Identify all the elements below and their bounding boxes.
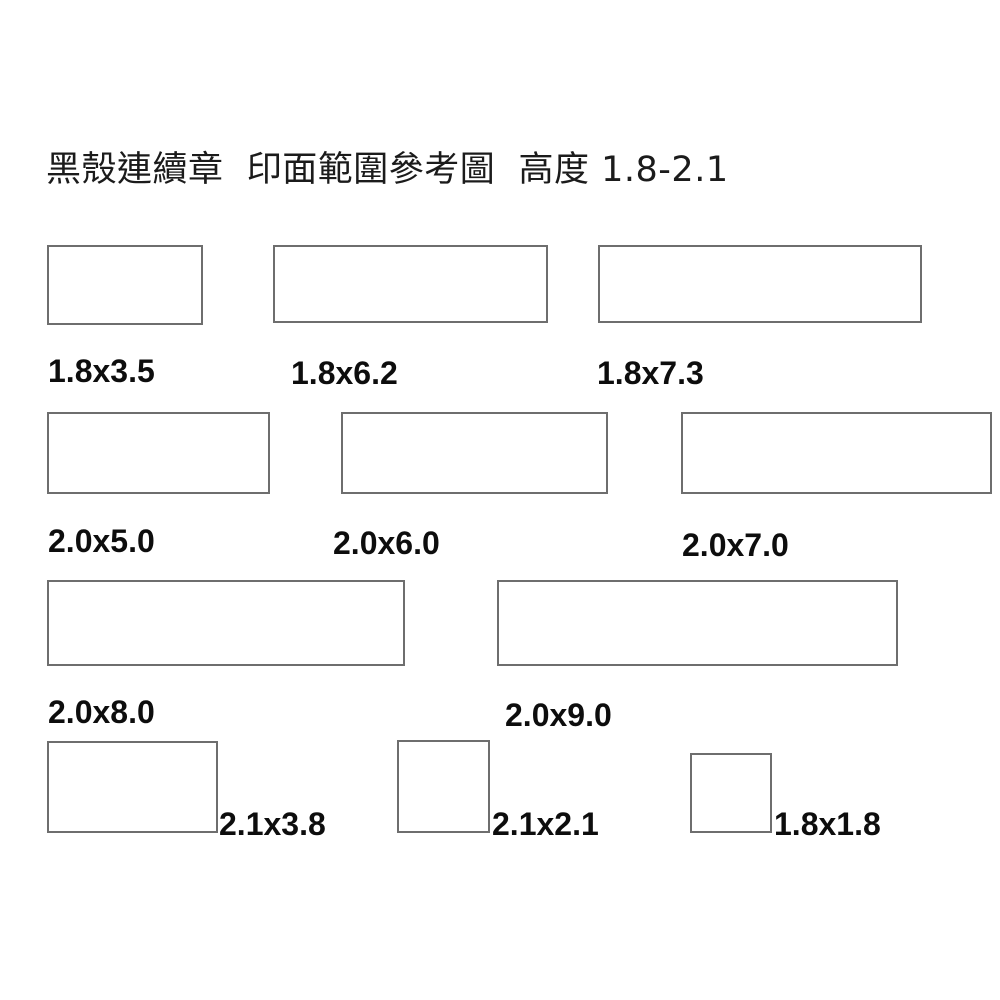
dim-label-1-8x3-5: 1.8x3.5 xyxy=(48,353,155,389)
dim-label-2-0x9-0: 2.0x9.0 xyxy=(505,697,612,733)
size-box-2-0x7-0 xyxy=(681,412,992,494)
dim-label-2-0x5-0: 2.0x5.0 xyxy=(48,523,155,559)
dim-label-1-8x1-8: 1.8x1.8 xyxy=(774,806,881,842)
page-title: 黑殼連續章 印面範圍參考圖 高度 1.8-2.1 xyxy=(46,150,729,190)
dim-label-2-0x7-0: 2.0x7.0 xyxy=(682,527,789,563)
dim-label-2-0x8-0: 2.0x8.0 xyxy=(48,694,155,730)
size-box-1-8x7-3 xyxy=(598,245,922,323)
size-box-1-8x1-8 xyxy=(690,753,772,833)
dim-label-1-8x6-2: 1.8x6.2 xyxy=(291,355,398,391)
dim-label-2-1x3-8: 2.1x3.8 xyxy=(219,806,326,842)
dim-label-2-0x6-0: 2.0x6.0 xyxy=(333,525,440,561)
size-box-2-0x5-0 xyxy=(47,412,270,494)
size-box-2-0x8-0 xyxy=(47,580,405,666)
size-box-2-1x3-8 xyxy=(47,741,218,833)
size-box-1-8x6-2 xyxy=(273,245,548,323)
size-box-2-0x6-0 xyxy=(341,412,608,494)
size-box-1-8x3-5 xyxy=(47,245,203,325)
dim-label-2-1x2-1: 2.1x2.1 xyxy=(492,806,599,842)
dim-label-1-8x7-3: 1.8x7.3 xyxy=(597,355,704,391)
size-box-2-1x2-1 xyxy=(397,740,490,833)
size-box-2-0x9-0 xyxy=(497,580,898,666)
